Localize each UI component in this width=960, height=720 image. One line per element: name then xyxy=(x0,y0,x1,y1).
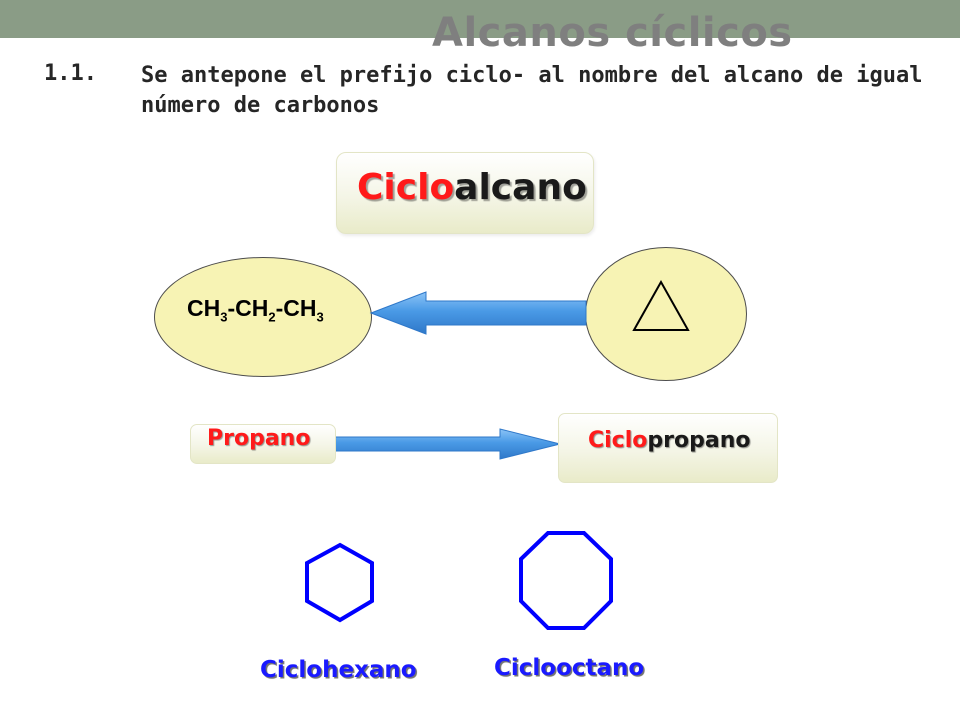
ciclooctano-label: Ciclooctano xyxy=(494,655,645,681)
formula-ch-2: -CH xyxy=(227,295,269,321)
arrow-left-icon xyxy=(369,291,587,335)
triangle-icon xyxy=(632,279,690,331)
arrow-right-icon xyxy=(321,428,561,460)
slide-title: Alcanos cíclicos xyxy=(432,10,793,56)
rule-number: 1.1. xyxy=(44,61,97,86)
rule-text: Se antepone el prefijo ciclo- al nombre … xyxy=(141,63,923,118)
ciclopropano-prefix: Ciclo xyxy=(588,428,648,453)
ciclopropano-card xyxy=(558,413,778,483)
hexagon-icon xyxy=(305,542,374,623)
top-bar xyxy=(0,0,960,38)
ciclopropano-suffix: propano xyxy=(647,428,751,453)
octagon-icon xyxy=(519,531,613,630)
ciclopropano-label: Ciclopropano xyxy=(588,428,750,453)
propano-label: Propano xyxy=(207,426,311,451)
cicloalcano-label: Cicloalcano xyxy=(357,167,587,208)
ciclohexano-label: Ciclohexano xyxy=(260,657,417,683)
formula-ellipse xyxy=(154,257,372,377)
formula-ch-3: -CH xyxy=(275,295,317,321)
formula-sub-3: 3 xyxy=(316,309,324,325)
cyclopropane-ellipse xyxy=(585,247,747,381)
formula-ch-1: CH xyxy=(187,295,221,321)
propane-formula: CH3-CH2-CH3 xyxy=(187,295,324,325)
formula-sub-1: 3 xyxy=(220,309,228,325)
cicloalcano-suffix: alcano xyxy=(454,167,587,208)
cicloalcano-prefix: Ciclo xyxy=(357,167,455,208)
propano-card xyxy=(190,424,336,464)
cicloalcano-card: Cicloalcano xyxy=(336,152,594,234)
formula-sub-2: 2 xyxy=(268,309,276,325)
